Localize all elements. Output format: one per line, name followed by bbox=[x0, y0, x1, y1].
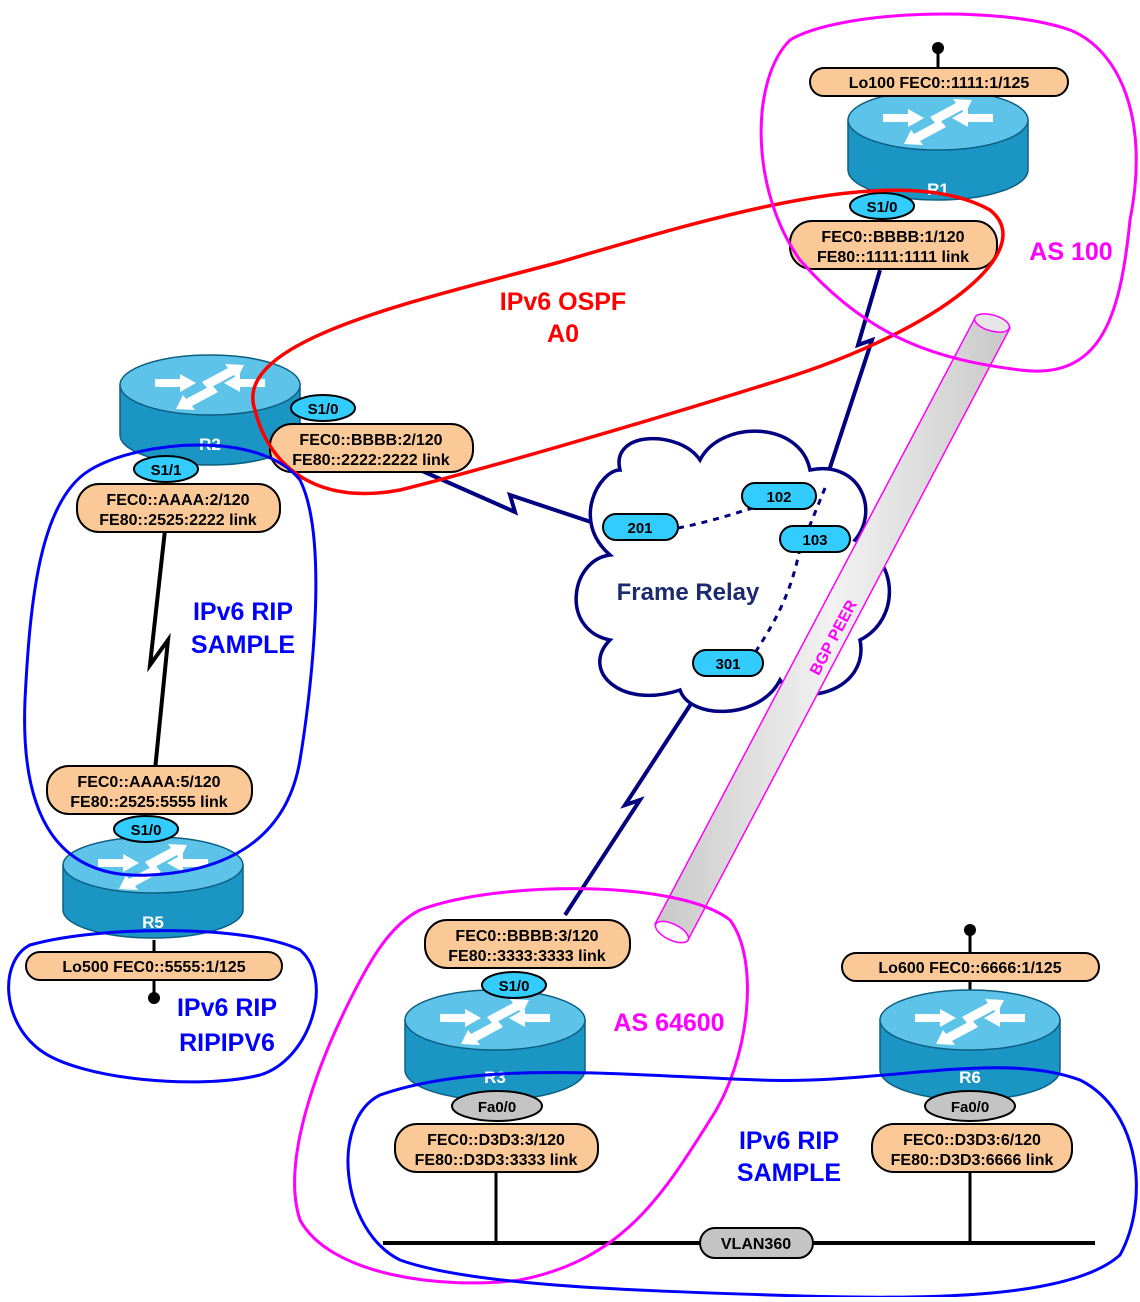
rip-lan-label-line1: IPv6 RIP bbox=[739, 1127, 839, 1155]
svg-text:Lo600 FEC0::6666:1/125: Lo600 FEC0::6666:1/125 bbox=[878, 960, 1061, 977]
r2-s11-badge[interactable]: S1/1 bbox=[133, 455, 199, 483]
svg-text:S1/0: S1/0 bbox=[131, 822, 162, 839]
r1-loopback-dot bbox=[932, 42, 944, 54]
r2-s10-badge[interactable]: S1/0 bbox=[290, 394, 356, 422]
svg-text:FEC0::D3D3:6/120: FEC0::D3D3:6/120 bbox=[903, 1132, 1041, 1149]
svg-text:Fa0/0: Fa0/0 bbox=[478, 1099, 516, 1116]
r6-fa00-address-pill: FEC0::D3D3:6/120 FE80::D3D3:6666 link bbox=[871, 1123, 1073, 1173]
as100-label: AS 100 bbox=[1029, 238, 1112, 266]
dlci-201-badge[interactable]: 201 bbox=[602, 513, 679, 541]
svg-text:FEC0::BBBB:1/120: FEC0::BBBB:1/120 bbox=[821, 229, 964, 246]
router-r1[interactable]: R1 bbox=[847, 89, 1029, 201]
dlci-103-badge[interactable]: 103 bbox=[779, 525, 851, 553]
svg-text:FEC0::AAAA:5/120: FEC0::AAAA:5/120 bbox=[77, 774, 220, 791]
as64600-label: AS 64600 bbox=[613, 1009, 724, 1037]
vlan360-badge: VLAN360 bbox=[699, 1227, 814, 1259]
rip-r5-label-line1: IPv6 RIP bbox=[177, 994, 277, 1022]
svg-text:R3: R3 bbox=[484, 1068, 506, 1087]
r1-loopback-pill: Lo100 FEC0::1111:1/125 bbox=[809, 67, 1069, 97]
svg-text:S1/0: S1/0 bbox=[308, 401, 339, 418]
router-r6[interactable]: R6 bbox=[879, 989, 1061, 1101]
dlci-301-badge[interactable]: 301 bbox=[692, 649, 764, 677]
r6-fa00-badge[interactable]: Fa0/0 bbox=[924, 1090, 1016, 1122]
r1-s10-address-pill: FEC0::BBBB:1/120 FE80::1111:1111 link bbox=[789, 220, 998, 270]
r5-s10-badge[interactable]: S1/0 bbox=[113, 815, 179, 843]
router-r5[interactable]: R5 bbox=[62, 836, 244, 939]
svg-text:301: 301 bbox=[715, 656, 740, 673]
pvc-r1-103 bbox=[806, 487, 827, 531]
svg-text:FE80::3333:3333 link: FE80::3333:3333 link bbox=[448, 948, 606, 965]
rip-r5-loopback-boundary bbox=[7, 929, 318, 1084]
as64600-boundary bbox=[293, 887, 749, 1285]
rip-lan-label-line2: SAMPLE bbox=[737, 1159, 841, 1187]
svg-text:FEC0::BBBB:3/120: FEC0::BBBB:3/120 bbox=[455, 928, 598, 945]
svg-text:FE80::2222:2222 link: FE80::2222:2222 link bbox=[292, 452, 450, 469]
ospf-label-line1: IPv6 OSPF bbox=[500, 288, 626, 316]
svg-text:R6: R6 bbox=[959, 1068, 981, 1087]
pvc-201-102 bbox=[677, 494, 791, 530]
r3-fa00-badge[interactable]: Fa0/0 bbox=[451, 1090, 543, 1122]
svg-text:FEC0::D3D3:3/120: FEC0::D3D3:3/120 bbox=[427, 1132, 565, 1149]
link-r1-frame-relay bbox=[818, 269, 882, 499]
r5-loopback-pill: Lo500 FEC0::5555:1/125 bbox=[25, 951, 283, 981]
r6-loopback-pill: Lo600 FEC0::6666:1/125 bbox=[841, 952, 1100, 982]
svg-text:S1/0: S1/0 bbox=[499, 978, 530, 995]
ospf-area0-boundary bbox=[251, 188, 1005, 496]
r3-fa00-address-pill: FEC0::D3D3:3/120 FE80::D3D3:3333 link bbox=[394, 1123, 599, 1173]
frame-relay-label: Frame Relay bbox=[617, 579, 760, 606]
rip-r2r5-label-line1: IPv6 RIP bbox=[193, 598, 293, 626]
r6-loopback-dot bbox=[964, 924, 976, 936]
rip-lan-boundary bbox=[346, 1066, 1138, 1299]
svg-text:103: 103 bbox=[802, 532, 827, 549]
r3-s10-address-pill: FEC0::BBBB:3/120 FE80::3333:3333 link bbox=[424, 919, 631, 969]
r2-s10-address-pill: FEC0::BBBB:2/120 FE80::2222:2222 link bbox=[269, 423, 474, 473]
router-r3[interactable]: R3 bbox=[404, 989, 586, 1101]
r2-s11-address-pill: FEC0::AAAA:2/120 FE80::2525:2222 link bbox=[76, 483, 281, 533]
dlci-102-badge[interactable]: 102 bbox=[741, 482, 817, 510]
as100-boundary bbox=[759, 12, 1138, 373]
r5-loopback-dot bbox=[148, 992, 160, 1004]
svg-text:Lo100 FEC0::1111:1/125: Lo100 FEC0::1111:1/125 bbox=[849, 75, 1030, 92]
svg-text:Fa0/0: Fa0/0 bbox=[951, 1099, 989, 1116]
ospf-label-line2: A0 bbox=[547, 320, 579, 348]
rip-r2-r5-boundary bbox=[23, 443, 318, 877]
r3-s10-badge[interactable]: S1/0 bbox=[481, 971, 547, 999]
svg-text:FE80::1111:1111 link: FE80::1111:1111 link bbox=[817, 249, 969, 266]
r5-s10-address-pill: FEC0::AAAA:5/120 FE80::2525:5555 link bbox=[46, 765, 253, 815]
svg-text:FE80::D3D3:6666 link: FE80::D3D3:6666 link bbox=[891, 1152, 1054, 1169]
svg-text:FE80::2525:2222 link: FE80::2525:2222 link bbox=[99, 512, 257, 529]
svg-text:102: 102 bbox=[766, 489, 791, 506]
svg-text:S1/0: S1/0 bbox=[867, 199, 898, 216]
svg-text:S1/1: S1/1 bbox=[151, 462, 182, 479]
link-r3-frame-relay bbox=[563, 688, 702, 917]
svg-text:FE80::D3D3:3333 link: FE80::D3D3:3333 link bbox=[415, 1152, 578, 1169]
svg-text:201: 201 bbox=[627, 520, 652, 537]
svg-text:R5: R5 bbox=[142, 913, 164, 932]
rip-r2r5-label-line2: SAMPLE bbox=[191, 631, 295, 659]
svg-text:FEC0::AAAA:2/120: FEC0::AAAA:2/120 bbox=[106, 492, 249, 509]
svg-text:FEC0::BBBB:2/120: FEC0::BBBB:2/120 bbox=[299, 432, 442, 449]
svg-text:FE80::2525:5555 link: FE80::2525:5555 link bbox=[70, 794, 228, 811]
pvc-103-301 bbox=[743, 547, 802, 669]
rip-r5-label-line2: RIPIPV6 bbox=[179, 1029, 275, 1057]
link-r2-frame-relay bbox=[419, 468, 601, 527]
r1-s10-badge[interactable]: S1/0 bbox=[849, 192, 915, 220]
svg-text:Lo500 FEC0::5555:1/125: Lo500 FEC0::5555:1/125 bbox=[62, 959, 245, 976]
link-r2-r5 bbox=[147, 529, 171, 771]
svg-text:VLAN360: VLAN360 bbox=[721, 1236, 791, 1253]
